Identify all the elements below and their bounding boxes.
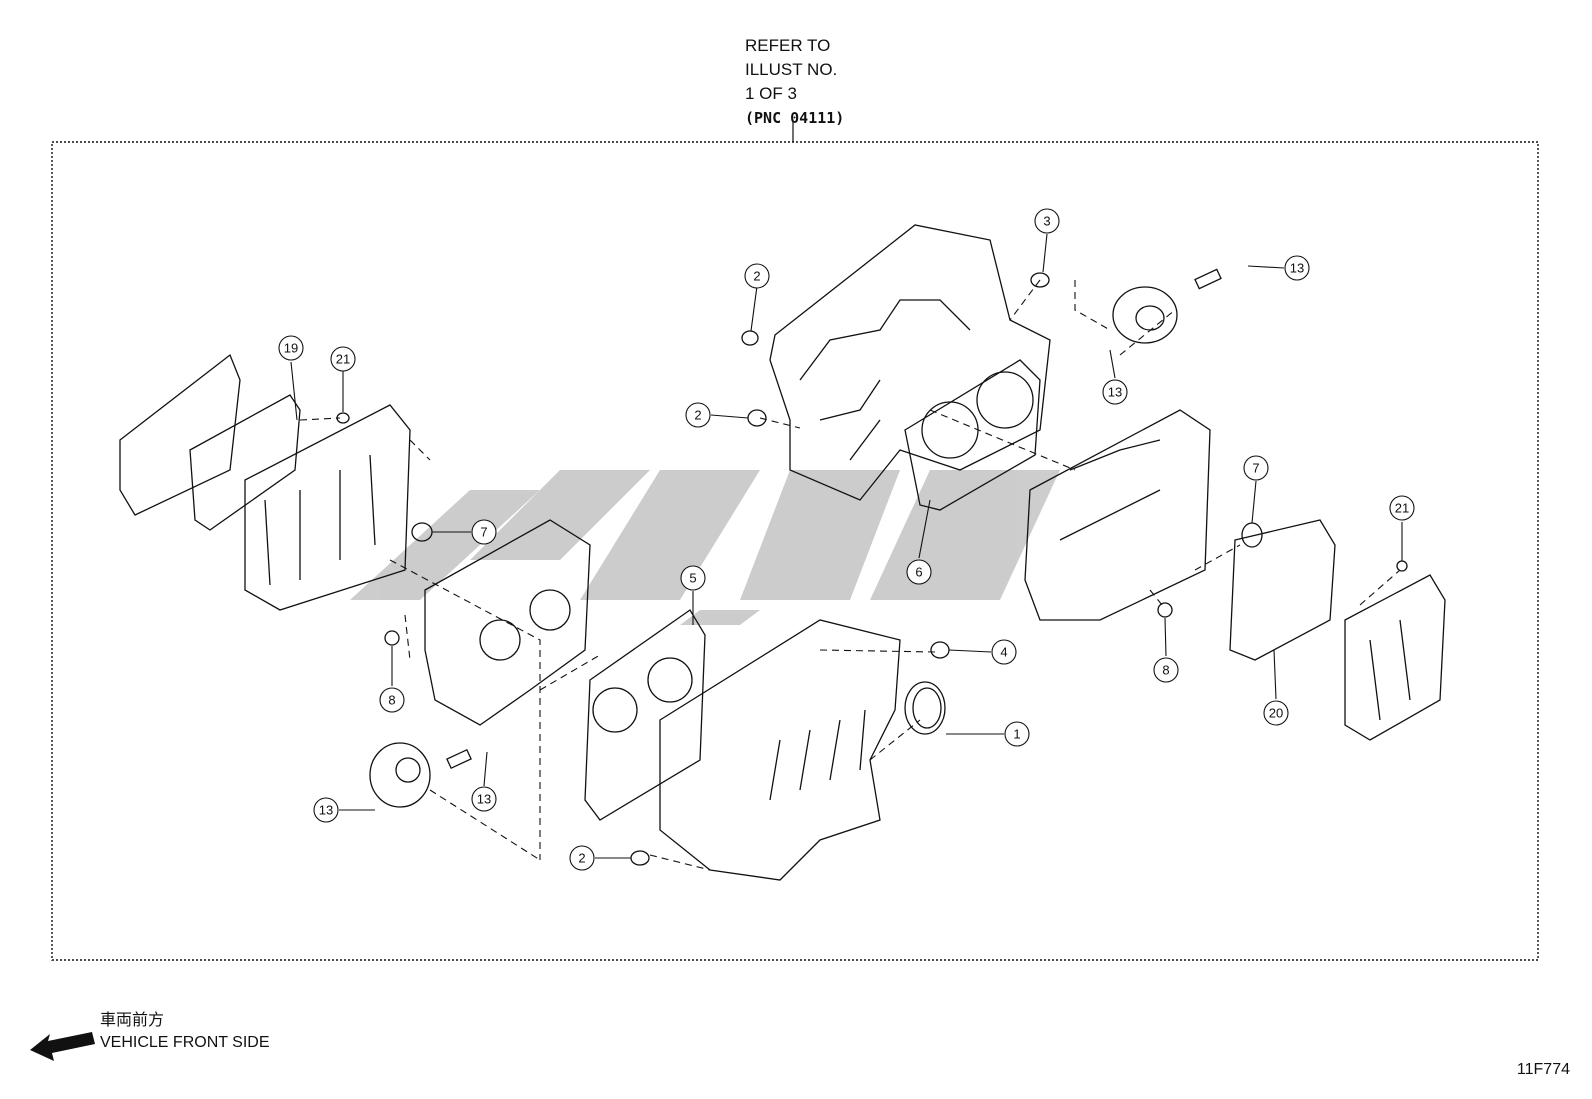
plug-4 [930, 641, 950, 659]
callout-8-left: 8 [379, 687, 405, 713]
alignment-lines [299, 279, 1401, 871]
illustration-code: 11F774 [1516, 1061, 1570, 1078]
watermark-logo [350, 470, 1060, 625]
svg-text:19: 19 [284, 341, 298, 356]
svg-text:20: 20 [1269, 706, 1283, 721]
dowel-pin-bottom [446, 748, 472, 770]
callout-13-top-left: 13 [1102, 379, 1128, 405]
head-gasket [584, 609, 706, 821]
gasket-bore-1 [592, 687, 638, 733]
callout-leaders [290, 233, 1403, 859]
left-cam-housing-detail [264, 454, 376, 586]
gasket-bore-2 [647, 657, 693, 703]
callout-3: 3 [1034, 208, 1060, 234]
lower-crankcase-half [659, 619, 901, 881]
svg-text:13: 13 [477, 792, 491, 807]
o-ring-8-left [384, 630, 400, 646]
upper-crankcase-detail [799, 299, 971, 461]
engine-parts [119, 224, 1446, 881]
front-side-label: 車両前方 VEHICLE FRONT SIDE [100, 1010, 270, 1054]
svg-text:7: 7 [1252, 461, 1259, 476]
right-valve-cover [1344, 574, 1446, 741]
o-ring-21-right [1396, 560, 1408, 572]
svg-text:13: 13 [1290, 261, 1304, 276]
callout-8-right: 8 [1153, 657, 1179, 683]
right-cylinder-head [1024, 409, 1211, 621]
callout-2-mid: 2 [685, 402, 711, 428]
callout-1: 1 [1004, 721, 1030, 747]
dowel-pin-top [1194, 268, 1222, 290]
right-cover-gasket [1229, 519, 1336, 661]
svg-text:6: 6 [915, 565, 922, 580]
left-valve-cover [119, 353, 241, 516]
svg-text:2: 2 [578, 851, 585, 866]
left-cylinder-head [424, 519, 591, 726]
svg-text:21: 21 [1395, 501, 1409, 516]
top-sprocket [1112, 286, 1178, 344]
o-ring-2-bottom [630, 850, 650, 866]
svg-text:13: 13 [1108, 385, 1122, 400]
callout-20: 20 [1263, 700, 1289, 726]
refer-line-2: ILLUST NO. [745, 60, 838, 79]
left-head-port-2 [529, 589, 571, 631]
refer-note: REFER TO ILLUST NO. 1 OF 3 (PNC 04111) [745, 34, 844, 130]
left-head-port-1 [479, 619, 521, 661]
svg-text:4: 4 [1000, 645, 1007, 660]
svg-text:3: 3 [1043, 214, 1050, 229]
callout-6: 6 [906, 559, 932, 585]
head-gasket-right [904, 359, 1041, 511]
refer-pnc: (PNC 04111) [745, 109, 845, 127]
callout-13-bottom-mid: 13 [471, 786, 497, 812]
callout-7-right: 7 [1243, 455, 1269, 481]
callout-13-top-right: 13 [1284, 255, 1310, 281]
svg-text:7: 7 [480, 525, 487, 540]
o-ring-2-mid [747, 409, 767, 427]
svg-text:13: 13 [319, 803, 333, 818]
callout-5: 5 [680, 565, 706, 591]
bottom-sprocket [369, 742, 431, 808]
left-cam-housing [244, 404, 411, 611]
callout-7-left: 7 [471, 519, 497, 545]
left-cover-gasket [189, 394, 301, 531]
callout-19: 19 [278, 335, 304, 361]
refer-line-1: REFER TO [745, 36, 831, 55]
callout-4: 4 [991, 639, 1017, 665]
svg-text:5: 5 [689, 571, 696, 586]
callout-21-right: 21 [1389, 495, 1415, 521]
front-direction-arrow-icon [30, 1032, 95, 1061]
right-cover-detail [1369, 619, 1411, 721]
callout-2-bottom: 2 [569, 845, 595, 871]
svg-text:8: 8 [388, 693, 395, 708]
bottom-sprocket-inner [395, 757, 421, 783]
o-ring-8-right [1157, 602, 1173, 618]
svg-text:2: 2 [753, 269, 760, 284]
lower-crankcase-ribs [769, 709, 866, 801]
right-head-detail [1059, 439, 1161, 541]
o-ring-2-top [741, 330, 759, 346]
refer-line-3: 1 OF 3 [745, 84, 797, 103]
callouts: 3 2 2 13 13 19 21 7 6 7 21 5 4 1 8 8 20 … [278, 208, 1415, 871]
o-ring-3 [1030, 272, 1050, 288]
oil-seal-large-inner [912, 687, 942, 729]
svg-text:8: 8 [1162, 663, 1169, 678]
upper-crankcase-half [769, 224, 1051, 501]
oil-seal-large [904, 681, 946, 735]
svg-text:1: 1 [1013, 727, 1020, 742]
svg-text:21: 21 [336, 352, 350, 367]
cylinder-bore-2 [976, 371, 1034, 429]
front-label-jp: 車両前方 [100, 1012, 165, 1029]
callout-2-top: 2 [744, 263, 770, 289]
top-sprocket-inner [1135, 305, 1165, 331]
callout-21-left: 21 [330, 346, 356, 372]
front-label-en: VEHICLE FRONT SIDE [100, 1034, 270, 1051]
callout-13-bottom-left: 13 [313, 797, 339, 823]
svg-text:2: 2 [694, 408, 701, 423]
